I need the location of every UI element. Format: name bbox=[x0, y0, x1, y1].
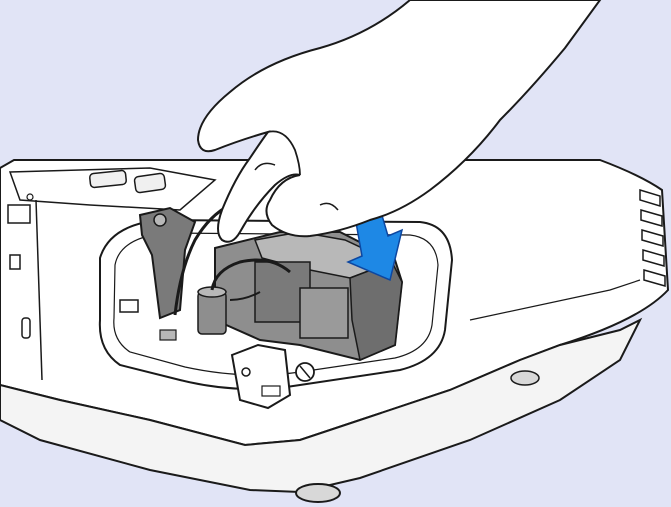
side-port bbox=[7, 204, 31, 224]
handle-screw bbox=[153, 213, 167, 227]
front-edge-line bbox=[469, 279, 641, 321]
hand-knuckle-detail bbox=[319, 202, 339, 211]
cover-screw-slot bbox=[299, 365, 311, 379]
control-button bbox=[133, 172, 167, 194]
indicator-dot bbox=[26, 193, 34, 201]
compartment-tab bbox=[159, 329, 177, 341]
lamp-housing-side bbox=[349, 261, 403, 362]
hand-finger-detail bbox=[254, 162, 276, 171]
side-port bbox=[9, 254, 21, 270]
projector-foot bbox=[295, 483, 341, 503]
lamp-connector bbox=[197, 291, 227, 335]
lamp-wire bbox=[210, 258, 291, 291]
control-button bbox=[89, 169, 127, 189]
hand-icon bbox=[196, 0, 602, 243]
lamp-handle bbox=[138, 206, 197, 320]
lamp-block bbox=[299, 287, 349, 339]
side-port bbox=[21, 317, 31, 339]
handle-wire bbox=[173, 203, 231, 316]
latch-screw bbox=[241, 367, 251, 377]
projector-foot bbox=[510, 370, 540, 386]
vent-grille bbox=[639, 188, 666, 287]
panel-seam bbox=[35, 199, 43, 381]
lamp-latch bbox=[230, 343, 292, 410]
compartment-tab bbox=[119, 299, 139, 313]
compartment-tab bbox=[261, 385, 281, 397]
front-edge-line bbox=[0, 419, 251, 491]
hand-finger-detail bbox=[267, 130, 301, 176]
lamp-wire bbox=[229, 291, 261, 301]
